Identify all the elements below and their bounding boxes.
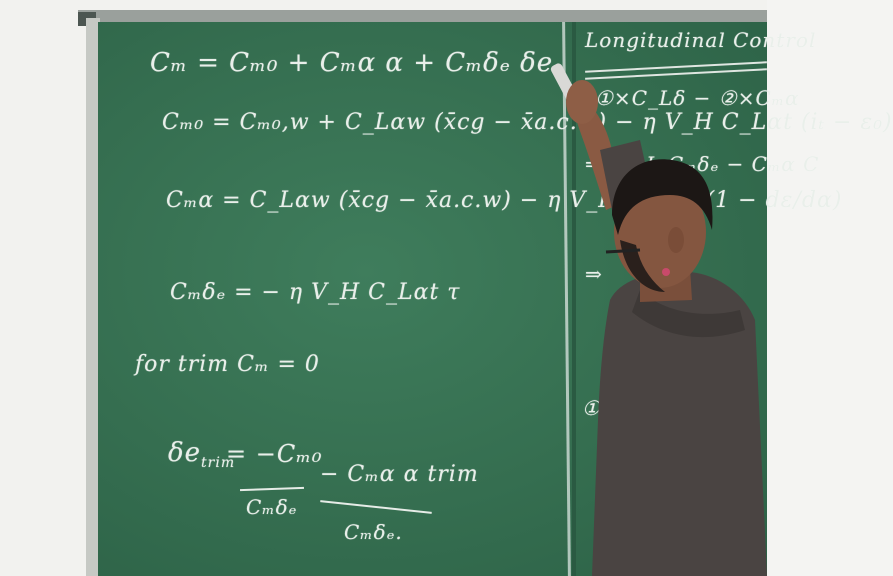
equation-cm: Cₘ = Cₘ₀ + Cₘα α + Cₘδₑ δe (150, 48, 554, 78)
board-frame-left (86, 18, 100, 576)
right-step-1: ①×C_Lδ − ②×Cₘα (595, 86, 800, 110)
right-step-4: ① (582, 396, 601, 420)
ear (668, 227, 684, 253)
hair (612, 159, 713, 235)
delta-e-trim-numerator-1: = −Cₘ₀ (226, 440, 323, 468)
trim-subscript: trim (201, 455, 236, 472)
hand (566, 80, 598, 124)
delta-e-symbol: δe (168, 438, 202, 468)
delta-e-trim-denominator-1: Cₘδₑ (246, 495, 298, 519)
right-step-3: ⇒ (585, 262, 603, 286)
shirt (592, 271, 767, 576)
board-panel-seam (572, 22, 576, 576)
delta-e-trim-numerator-2: − Cₘα α trim (320, 462, 479, 487)
equation-cm-delta-e: Cₘδₑ = − η V_H C_Lαt τ (170, 280, 461, 305)
lapel-microphone (662, 268, 670, 276)
delta-e-trim-lhs: δetrim (168, 438, 235, 471)
lecturer-figure (550, 63, 767, 576)
delta-e-trim-denominator-2: Cₘδₑ. (344, 520, 403, 544)
board-frame-top (78, 10, 767, 24)
shirt-fold (632, 290, 745, 338)
lecture-scene: Cₘ = Cₘ₀ + Cₘα α + Cₘδₑ δe Cₘ₀ = Cₘ₀,w +… (78, 10, 892, 576)
beard (620, 240, 665, 292)
glasses-icon (605, 248, 641, 254)
equation-cm-alpha: Cₘα = C_Lαw (x̄cg − x̄a.c.w) − η V_H C_L… (166, 188, 843, 213)
trim-condition: for trim Cₘ = 0 (135, 352, 320, 377)
heading-longitudinal-control: Longitudinal Control (585, 28, 817, 52)
equation-cm0: Cₘ₀ = Cₘ₀,w + C_Lαw (x̄cg − x̄a.c.w) − η… (162, 110, 893, 135)
